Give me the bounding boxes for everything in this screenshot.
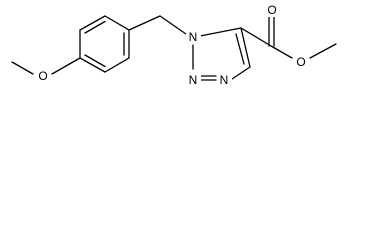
n2-atom-label: N xyxy=(189,73,198,87)
methoxy-o-label-bg xyxy=(35,67,51,83)
carbonyl-oxygen-label: O xyxy=(267,3,276,17)
bond-ring-2 xyxy=(104,15,130,31)
ester-oxygen-label: O xyxy=(296,55,305,69)
bond-ring-double-3 xyxy=(84,54,106,68)
n1-atom-label: N xyxy=(189,30,198,44)
triazole-ring: N N N xyxy=(186,27,251,87)
bond-ring-to-methoxy-o xyxy=(51,57,81,75)
n1-label-bg xyxy=(186,28,201,44)
bond-c5-c4-double xyxy=(235,33,245,65)
bond-ring-5 xyxy=(79,57,106,73)
bond-ring-to-ch2 xyxy=(128,15,161,31)
bond-methoxy-o-to-methyl xyxy=(11,61,34,75)
n3-atom-label: N xyxy=(220,73,229,87)
methoxy-group: O xyxy=(11,57,81,83)
bond-ring-4 xyxy=(104,57,130,73)
structure-canvas: O N N N xyxy=(0,0,382,104)
methoxy-oxygen-label: O xyxy=(38,69,47,83)
bond-ch2-to-n1 xyxy=(159,15,187,35)
bond-carbonyl-to-ester-o xyxy=(270,45,293,59)
ester-o-label-bg xyxy=(293,53,309,69)
bond-c5-to-carbonyl-c xyxy=(240,27,272,47)
bond-ester-o-to-methyl xyxy=(309,43,337,59)
n2-label-bg xyxy=(186,71,201,87)
methyl-ester-group: O O xyxy=(240,1,337,69)
chemical-structure-drawing: O N N N xyxy=(11,1,337,87)
bond-n1-c5 xyxy=(199,27,242,37)
carbonyl-o-label-bg xyxy=(264,1,280,17)
bond-ring-1 xyxy=(79,15,106,31)
benzene-ring xyxy=(79,15,130,73)
bond-c4-n3 xyxy=(231,66,251,80)
bond-c5-c4 xyxy=(240,27,251,68)
benzyl-linker xyxy=(128,15,187,35)
n3-label-bg xyxy=(217,71,232,87)
bond-ring-double-1 xyxy=(84,20,106,34)
